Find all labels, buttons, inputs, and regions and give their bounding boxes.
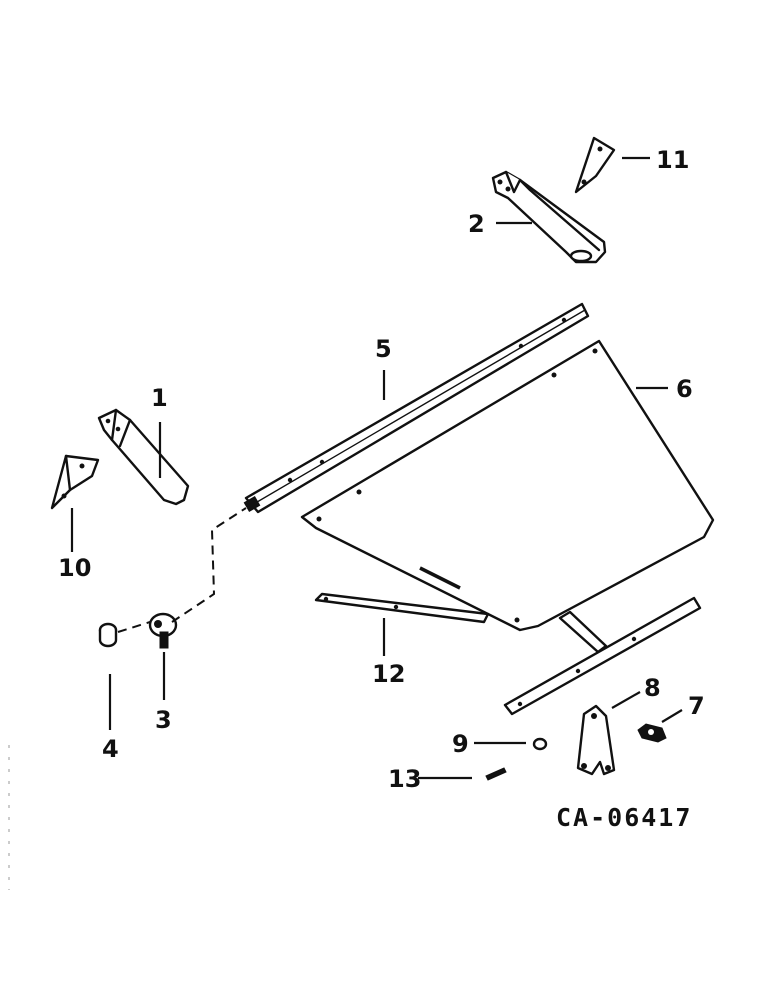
callout-10: 10	[58, 554, 91, 582]
callout-11: 11	[656, 146, 689, 174]
callout-4: 4	[102, 735, 119, 763]
part-13-pin	[485, 767, 507, 781]
panel-lower-linkage	[503, 596, 702, 716]
part-1-angle-bracket	[97, 408, 190, 506]
part-11-gusset-plate	[574, 136, 616, 194]
assembly-dashed-line	[171, 507, 247, 623]
leader-lines	[70, 156, 683, 780]
part-6-shield-panel	[300, 339, 715, 632]
part-10-gusset-plate	[50, 454, 100, 510]
callout-8: 8	[644, 674, 661, 702]
callout-7: 7	[688, 692, 705, 720]
drawing-id: CA-06417	[556, 803, 692, 832]
callout-2: 2	[468, 210, 485, 238]
callout-5: 5	[375, 335, 392, 363]
part-2-mounting-bracket	[491, 170, 607, 264]
part-5-support-rail	[243, 302, 590, 514]
leader-7	[661, 709, 683, 723]
part-9-spacer	[532, 737, 548, 751]
callout-1: 1	[151, 384, 168, 412]
callout-6: 6	[676, 375, 693, 403]
callout-3: 3	[155, 706, 172, 734]
part-12-diagonal-brace	[314, 592, 490, 624]
callout-12: 12	[372, 660, 405, 688]
assembly-dashed-line-2	[117, 621, 151, 633]
part-3-rod-end	[148, 612, 178, 649]
part-7-nut	[637, 723, 667, 743]
leader-8	[611, 691, 641, 709]
callout-9: 9	[452, 730, 469, 758]
callout-13: 13	[388, 765, 421, 793]
part-8-clevis-bracket	[576, 704, 616, 776]
part-4-bushing	[98, 622, 118, 648]
